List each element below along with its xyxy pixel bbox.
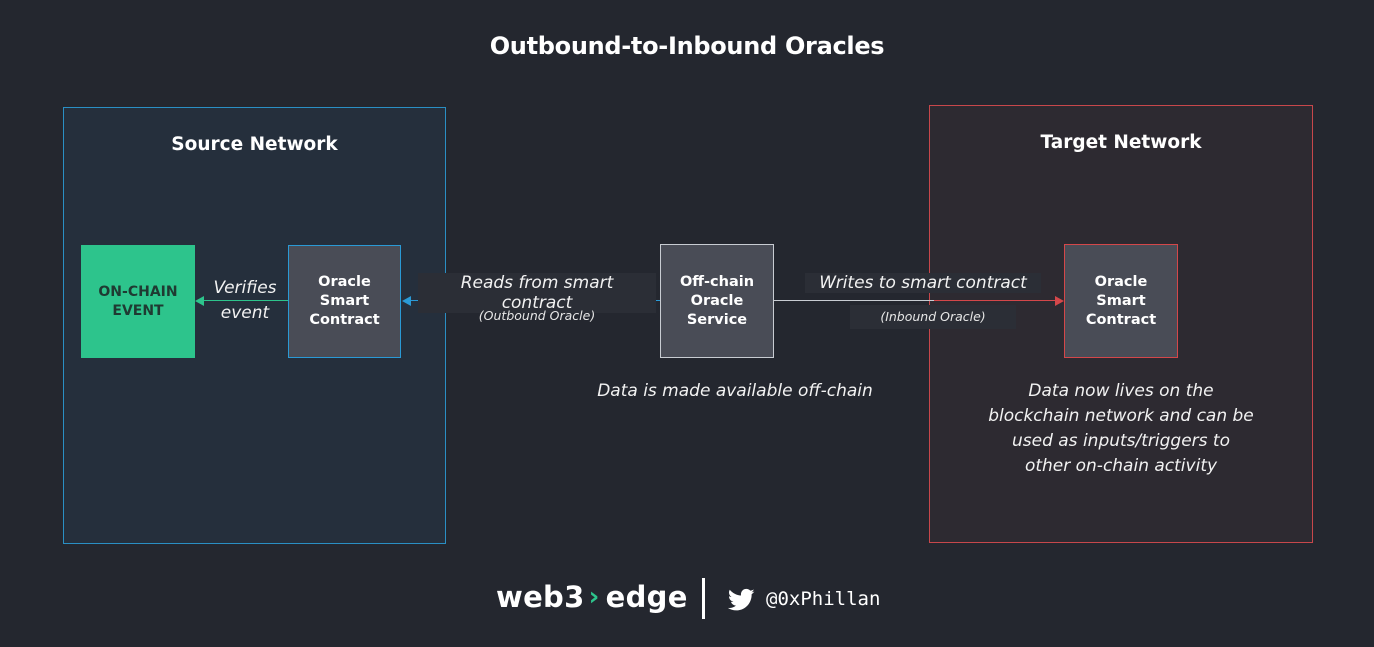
chevron-right-icon: ›: [588, 582, 600, 612]
footer-divider: [702, 578, 705, 619]
on-chain-event-box: ON-CHAIN EVENT: [81, 245, 195, 358]
twitter-icon: [728, 588, 755, 611]
source-network-title: Source Network: [171, 134, 338, 155]
diagram-title: Outbound-to-Inbound Oracles: [489, 32, 885, 60]
web3edge-logo: web3 › edge: [496, 580, 688, 614]
target-network-title: Target Network: [1040, 132, 1202, 153]
brand-left-text: web3: [496, 580, 585, 614]
offchain-caption: Data is made available off-chain: [597, 381, 873, 401]
outbound-label: Reads from smart contract: [418, 273, 656, 313]
verifies-event-label: Verifies event: [213, 278, 277, 323]
inbound-arrow-line-grey: [774, 300, 934, 301]
source-oracle-contract-box: Oracle Smart Contract: [288, 245, 401, 358]
inbound-label: Writes to smart contract: [805, 273, 1041, 293]
twitter-handle: @0xPhillan: [766, 588, 881, 610]
offchain-oracle-service-box: Off-chain Oracle Service: [660, 244, 774, 358]
brand-right-text: edge: [605, 580, 688, 614]
target-oracle-contract-box: Oracle Smart Contract: [1064, 244, 1178, 358]
inbound-arrow-line-red: [934, 300, 1056, 301]
outbound-sublabel: (Outbound Oracle): [478, 308, 596, 323]
inbound-sublabel: (Inbound Oracle): [850, 305, 1016, 329]
target-network-caption: Data now lives on the blockchain network…: [988, 381, 1254, 476]
verifies-arrowhead: [195, 296, 204, 306]
inbound-arrowhead: [1055, 296, 1064, 306]
outbound-arrowhead: [402, 296, 411, 306]
verifies-arrow-line: [203, 300, 288, 301]
